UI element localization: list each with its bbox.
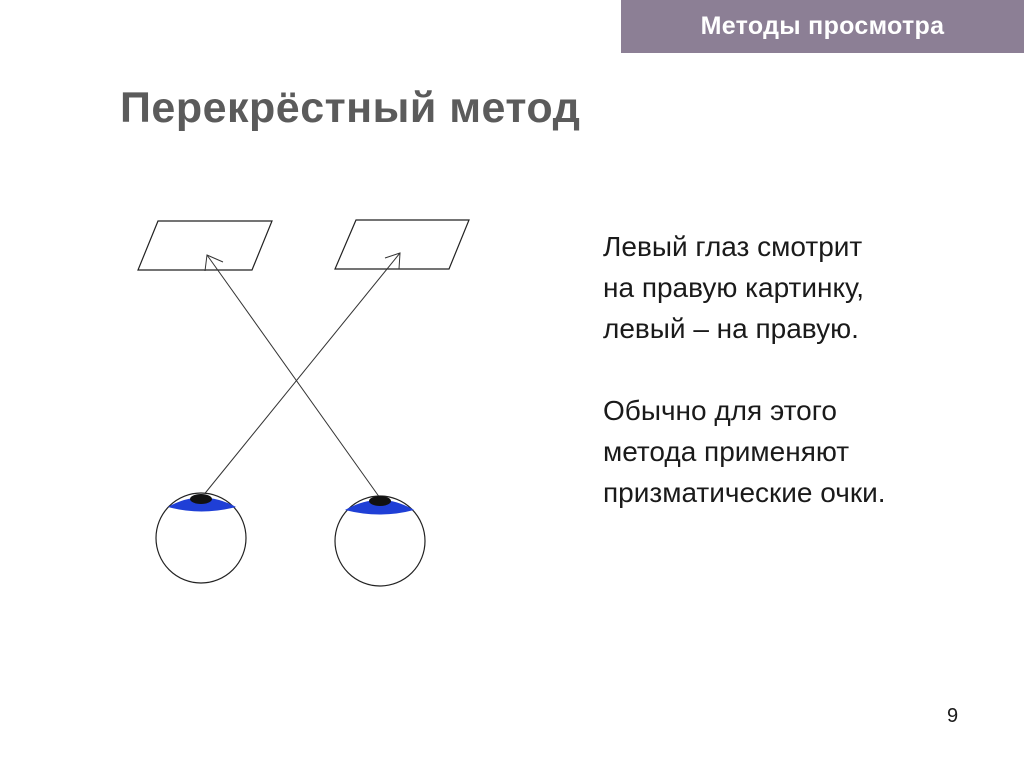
left-eye-sight-arrowhead bbox=[384, 252, 401, 270]
right-pupil bbox=[369, 496, 391, 506]
left-eyeball bbox=[155, 492, 247, 584]
left-image-frame bbox=[137, 220, 273, 271]
text-line: левый – на правую. bbox=[603, 313, 859, 344]
right-iris bbox=[345, 500, 414, 515]
text-line: метода применяют bbox=[603, 436, 850, 467]
paragraph-eye-description: Левый глаз смотрит на правую картинку, л… bbox=[603, 226, 1003, 349]
right-image-frame bbox=[334, 219, 470, 270]
left-eye-sight-line bbox=[201, 252, 401, 498]
section-tab: Методы просмотра bbox=[621, 0, 1024, 53]
body-text: Левый глаз смотрит на правую картинку, л… bbox=[603, 226, 1003, 513]
left-iris bbox=[168, 497, 236, 512]
text-line: Обычно для этого bbox=[603, 395, 837, 426]
left-eye bbox=[155, 492, 247, 584]
right-eye-sight-arrowhead bbox=[204, 254, 224, 272]
right-eye bbox=[334, 495, 426, 587]
text-line: на правую картинку, bbox=[603, 272, 865, 303]
slide-title: Перекрёстный метод bbox=[120, 84, 581, 132]
text-line: Левый глаз смотрит bbox=[603, 231, 863, 262]
left-pupil bbox=[190, 494, 212, 504]
right-eye-sight-line bbox=[206, 254, 381, 499]
page-number: 9 bbox=[947, 705, 959, 727]
text-line: призматические очки. bbox=[603, 477, 886, 508]
paragraph-glasses-note: Обычно для этого метода применяют призма… bbox=[603, 390, 1003, 513]
